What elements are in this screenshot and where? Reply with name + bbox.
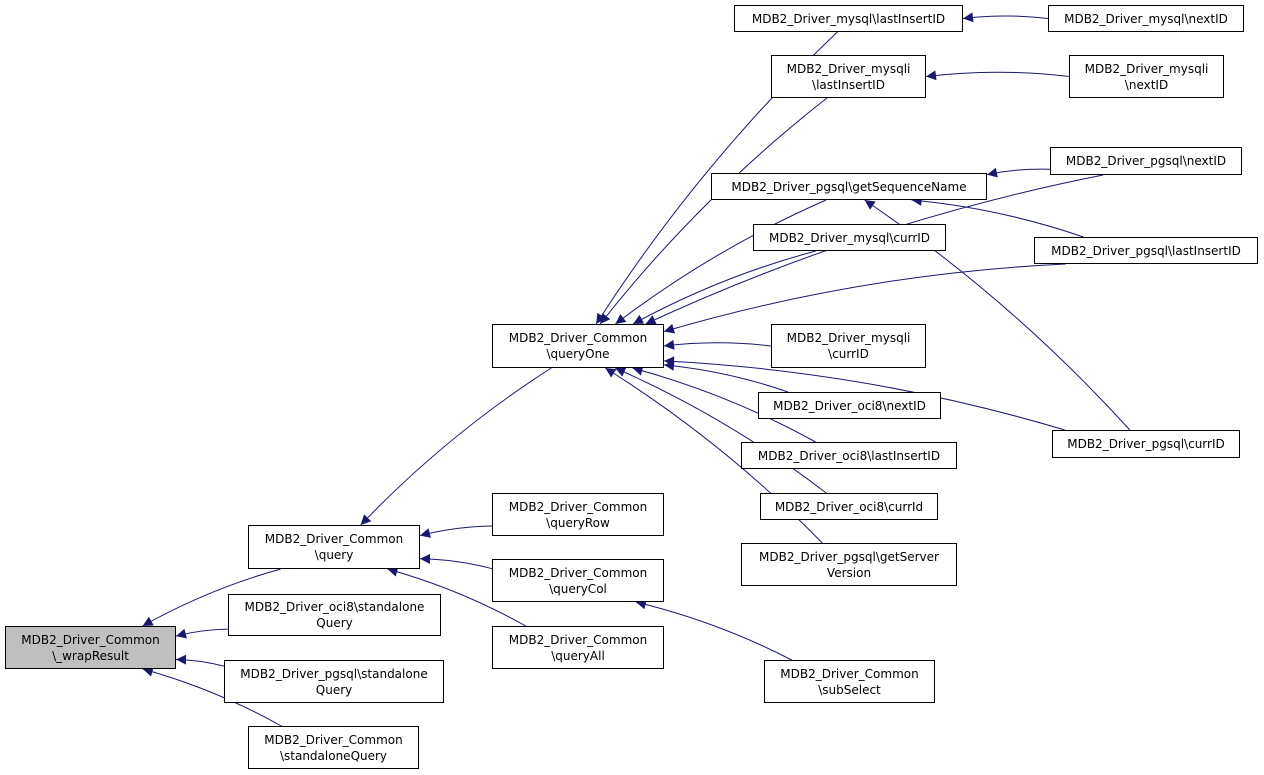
- node-mysqlLastInsertID[interactable]: MDB2_Driver_mysql\lastInsertID: [734, 5, 963, 32]
- edge-pgsqlLastInsertID-to-pgsqlGetSequenceName: [911, 195, 1084, 238]
- node-label-line: MDB2_Driver_Common: [508, 499, 648, 514]
- edge-pgsqlCurrID-to-queryOne: [663, 356, 1066, 431]
- node-label-line: MDB2_Driver_mysql\lastInsertID: [751, 11, 946, 26]
- node-label-line: MDB2_Driver_oci8\lastInsertID: [757, 448, 941, 463]
- node-queryCol[interactable]: MDB2_Driver_Common\queryCol: [492, 559, 664, 602]
- edge-oci8NextID-to-queryOne: [663, 360, 789, 393]
- edge-queryRow-to-query: [419, 525, 493, 538]
- edge-pgsqlLastInsertID-to-queryOne: [663, 263, 1066, 334]
- node-label-line: MDB2_Driver_mysql\nextID: [1064, 11, 1228, 26]
- edge-mysqliLastInsertID-to-queryOne: [599, 97, 828, 325]
- node-wrapResult[interactable]: MDB2_Driver_Common\_wrapResult: [5, 626, 176, 669]
- edge-queryCol-to-query: [419, 553, 493, 570]
- node-commonStandaloneQuery[interactable]: MDB2_Driver_Common\standaloneQuery: [248, 726, 419, 769]
- edge-pgsqlGetSequenceName-to-queryOne: [615, 199, 827, 325]
- node-label-line: MDB2_Driver_oci8\standalone: [244, 600, 425, 614]
- node-queryOne[interactable]: MDB2_Driver_Common \queryOne: [492, 324, 664, 368]
- edge-mysqlCurrID-to-queryOne: [632, 250, 816, 325]
- node-label-line: MDB2_Driver_mysqli: [786, 331, 911, 345]
- node-label-line: MDB2_Driver_oci8\nextID: [773, 398, 926, 413]
- node-label-line: MDB2_Driver_Common: [508, 565, 648, 580]
- node-label-line: MDB2_Driver_pgsql\currID: [1067, 437, 1225, 451]
- node-label-line: Version: [826, 565, 872, 580]
- node-label-line: MDB2_Driver_Common: [264, 532, 404, 546]
- node-mysqliCurrID[interactable]: MDB2_Driver_mysqli \currID: [771, 324, 926, 368]
- node-pgsqlNextID[interactable]: MDB2_Driver_pgsql\nextID: [1050, 147, 1242, 175]
- node-query[interactable]: MDB2_Driver_Common \query: [248, 525, 420, 569]
- node-subSelect[interactable]: MDB2_Driver_Common\subSelect: [764, 660, 935, 703]
- node-label-line: \queryRow: [546, 515, 610, 530]
- node-label-line: \currID: [828, 347, 869, 361]
- edge-oci8CurrId-to-queryOne: [614, 367, 827, 494]
- node-mysqliNextID[interactable]: MDB2_Driver_mysqli\nextID: [1069, 55, 1224, 98]
- edge-subSelect-to-queryCol: [635, 599, 792, 661]
- edge-pgsqlNextID-to-pgsqlGetSequenceName: [986, 167, 1051, 178]
- node-pgsqlGetSequenceName[interactable]: MDB2_Driver_pgsql\getSequenceName: [711, 173, 987, 200]
- node-oci8LastInsertID[interactable]: MDB2_Driver_oci8\lastInsertID: [741, 442, 957, 469]
- node-label-line: \queryCol: [549, 581, 607, 596]
- node-label-line: MDB2_Driver_pgsql\getServer: [759, 549, 939, 564]
- node-queryRow[interactable]: MDB2_Driver_Common\queryRow: [492, 493, 664, 536]
- node-mysqlNextID[interactable]: MDB2_Driver_mysql\nextID: [1048, 5, 1244, 32]
- node-queryAll[interactable]: MDB2_Driver_Common\queryAll: [492, 626, 664, 669]
- node-label-line: \queryAll: [551, 648, 605, 663]
- edge-queryAll-to-query: [387, 566, 527, 627]
- node-label-line: MDB2_Driver_pgsql\standalone: [240, 666, 428, 681]
- node-mysqliLastInsertID[interactable]: MDB2_Driver_mysqli\lastInsertID: [771, 55, 926, 98]
- node-label-line: MDB2_Driver_pgsql\nextID: [1065, 154, 1227, 168]
- node-label-line: \query: [314, 548, 354, 562]
- node-pgsqlCurrID[interactable]: MDB2_Driver_pgsql\currID: [1052, 430, 1240, 458]
- node-label-line: MDB2_Driver_Common: [780, 666, 919, 681]
- edge-query-to-wrapResult: [142, 568, 281, 627]
- edge-oci8LastInsertID-to-queryOne: [632, 365, 816, 443]
- edge-mysqliCurrID-to-queryOne: [663, 339, 772, 350]
- node-label-line: MDB2_Driver_pgsql\getSequenceName: [731, 179, 967, 194]
- edge-oci8StandaloneQuery-to-wrapResult: [175, 628, 229, 639]
- edge-pgsqlStandaloneQuery-to-wrapResult: [175, 654, 225, 667]
- node-label-line: MDB2_Driver_mysql\currID: [768, 230, 931, 245]
- node-label-line: MDB2_Driver_Common: [508, 331, 648, 345]
- node-label-line: MDB2_Driver_mysqli: [1084, 61, 1209, 76]
- node-label-line: MDB2_Driver_Common: [21, 632, 160, 647]
- node-label-line: \_wrapResult: [52, 648, 129, 663]
- node-label-line: \standaloneQuery: [279, 748, 388, 763]
- node-label-line: MDB2_Driver_mysqli: [786, 61, 911, 76]
- node-label-line: \nextID: [1124, 77, 1169, 92]
- node-label-line: Query: [316, 616, 353, 630]
- node-mysqlCurrID[interactable]: MDB2_Driver_mysql\currID: [753, 224, 946, 251]
- edge-mysqliNextID-to-mysqliLastInsertID: [925, 70, 1070, 81]
- node-label-line: \lastInsertID: [812, 77, 885, 92]
- node-label-line: MDB2_Driver_oci8\currId: [774, 499, 924, 514]
- node-label-line: \subSelect: [818, 682, 881, 697]
- node-label-line: \queryOne: [546, 347, 610, 361]
- node-label-line: MDB2_Driver_Common: [508, 632, 648, 647]
- node-label-line: MDB2_Driver_Common: [264, 732, 403, 747]
- node-oci8CurrId[interactable]: MDB2_Driver_oci8\currId: [760, 493, 938, 520]
- node-pgsqlLastInsertID[interactable]: MDB2_Driver_pgsql\lastInsertID: [1034, 237, 1258, 264]
- edge-queryOne-to-query: [360, 367, 552, 526]
- node-label-line: MDB2_Driver_pgsql\lastInsertID: [1051, 243, 1241, 258]
- node-oci8NextID[interactable]: MDB2_Driver_oci8\nextID: [758, 392, 941, 419]
- edge-commonStandaloneQuery-to-wrapResult: [142, 666, 282, 727]
- edge-mysqlNextID-to-mysqlLastInsertID: [962, 12, 1049, 23]
- node-label-line: Query: [315, 682, 353, 697]
